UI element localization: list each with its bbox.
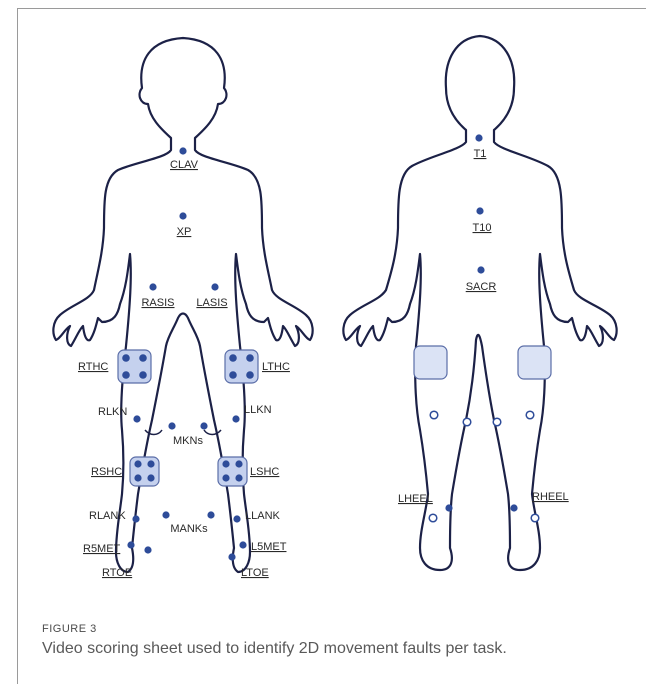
label-rlkn: RLKN [98, 406, 127, 418]
rthc-cluster [118, 350, 151, 383]
back-knee-open-marker-1 [430, 411, 438, 419]
back-thigh-plate-right [518, 346, 551, 379]
front-knee-crease-left [204, 430, 221, 435]
mkn-right-marker [168, 422, 175, 429]
label-rheel: RHEEL [532, 491, 569, 503]
back-markers [429, 134, 539, 521]
lheel-marker [445, 504, 452, 511]
llank-marker [233, 515, 240, 522]
label-t10: T10 [473, 222, 492, 234]
rasis-marker [149, 283, 156, 290]
t10-marker [476, 207, 483, 214]
back-heel-open-marker-right [531, 514, 539, 522]
t1-marker [475, 134, 482, 141]
label-rasis: RASIS [141, 297, 174, 309]
ltoe-marker [228, 553, 235, 560]
label-lthc: LTHC [262, 361, 290, 373]
clav-marker [179, 147, 186, 154]
label-manks: MANKs [170, 523, 208, 535]
label-mkns: MKNs [173, 435, 203, 447]
mkn-left-marker [200, 422, 207, 429]
lasis-marker [211, 283, 218, 290]
front-body-outline [53, 38, 312, 572]
lthc-cluster [225, 350, 258, 383]
label-clav: CLAV [170, 159, 199, 171]
rlkn-marker [133, 415, 140, 422]
llkn-marker [232, 415, 239, 422]
label-llank: LLANK [245, 510, 281, 522]
figure-caption: Video scoring sheet used to identify 2D … [42, 640, 507, 658]
label-lshc: LSHC [250, 466, 279, 478]
sacr-marker [477, 266, 484, 273]
label-rthc: RTHC [78, 361, 108, 373]
label-sacr: SACR [466, 281, 497, 293]
label-rtoe: RTOE [102, 567, 132, 579]
label-l5met: L5MET [251, 541, 287, 553]
r5met-marker [127, 541, 134, 548]
back-knee-open-marker-4 [526, 411, 534, 419]
label-lasis: LASIS [196, 297, 227, 309]
label-lheel: LHEEL [398, 493, 433, 505]
label-xp: XP [177, 226, 192, 238]
label-t1: T1 [474, 148, 487, 160]
back-body-outline [343, 36, 616, 570]
front-knee-crease-right [145, 430, 162, 435]
mank-left-marker [207, 511, 214, 518]
label-r5met: R5MET [83, 543, 121, 555]
rheel-marker [510, 504, 517, 511]
mank-right-marker [162, 511, 169, 518]
label-rshc: RSHC [91, 466, 122, 478]
rshc-cluster [130, 457, 159, 486]
back-heel-open-marker-left [429, 514, 437, 522]
front-body-figure [53, 38, 312, 572]
back-thigh-plate-left [414, 346, 447, 379]
back-knee-open-marker-3 [493, 418, 501, 426]
label-llkn: LLKN [244, 404, 272, 416]
body-marker-diagram: CLAV XP RASIS LASIS RTHC LTHC RLKN LLKN … [0, 0, 646, 610]
xp-marker [179, 212, 186, 219]
lshc-cluster [218, 457, 247, 486]
back-knee-open-marker-2 [463, 418, 471, 426]
rtoe-marker [144, 546, 151, 553]
label-ltoe: LTOE [241, 567, 269, 579]
label-rlank: RLANK [89, 510, 126, 522]
rlank-marker [132, 515, 139, 522]
back-body-figure [343, 36, 616, 570]
figure-label: FIGURE 3 [42, 623, 97, 635]
l5met-marker [239, 541, 246, 548]
